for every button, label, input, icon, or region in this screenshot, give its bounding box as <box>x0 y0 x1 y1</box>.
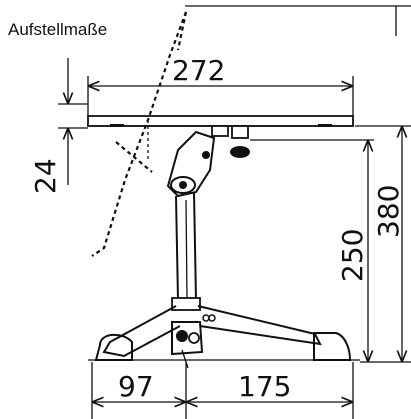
dim-label-175: 175 <box>238 370 291 403</box>
dim-label-272: 272 <box>172 54 225 87</box>
dim-thickness: 24 <box>29 58 88 194</box>
dim-width-top: 272 <box>87 54 354 116</box>
dim-label-97: 97 <box>118 370 154 403</box>
dim-label-250: 250 <box>336 229 369 282</box>
dim-label-380: 380 <box>372 185 405 238</box>
dim-height-total: 380 <box>355 125 411 363</box>
dim-height-column: 250 <box>250 139 374 362</box>
dim-foot-spread: 97 175 <box>91 362 354 419</box>
dim-label-24: 24 <box>29 158 62 194</box>
tilted-table-outline <box>91 11 188 257</box>
tilt-mechanism <box>166 125 250 198</box>
column <box>175 191 198 301</box>
diagram-title: Aufstellmaße <box>8 20 108 39</box>
tripod-base <box>88 297 360 369</box>
